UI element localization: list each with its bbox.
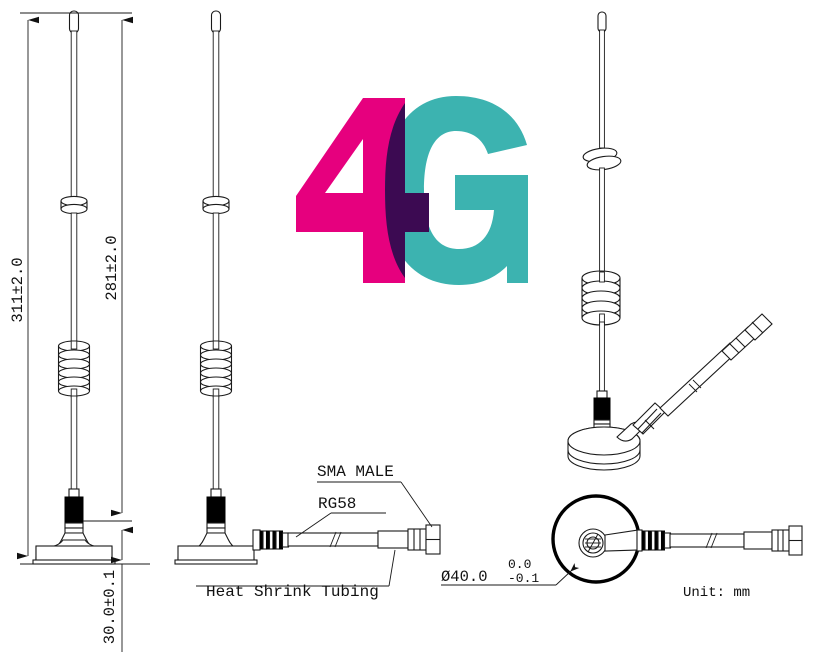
unit-note-text: Unit: mm xyxy=(683,585,750,601)
dimension-base-diameter: Ø40.0 0.0 -0.1 xyxy=(441,557,580,586)
antenna-upper-coil xyxy=(60,195,88,215)
label-sma-male: SMA MALE xyxy=(317,463,394,481)
view-top-plan: Ø40.0 0.0 -0.1 xyxy=(441,494,803,586)
antenna-upper-rod xyxy=(70,30,78,198)
view-front-elevation-left: 311±2.0 281±2.0 30.0±0.1 xyxy=(9,10,150,652)
logo-letter-g xyxy=(385,96,528,285)
iso-lower-rod xyxy=(599,321,605,395)
antenna2-loading-coil xyxy=(199,340,233,398)
iso-cable-assembly xyxy=(616,313,773,442)
antenna2-mid-rod xyxy=(212,212,220,342)
leader-heat-shrink-tubing: Heat Shrink Tubing xyxy=(196,549,396,601)
plan-cable-neck xyxy=(604,529,639,552)
heat-shrink-tubing-part xyxy=(252,529,290,551)
antenna2-magnetic-base-block xyxy=(174,545,258,565)
antenna-mast-ferrule xyxy=(64,488,84,534)
view-isometric-assembly xyxy=(567,11,773,471)
antenna2-tip-cap xyxy=(210,10,222,34)
dimension-base-diameter-tol-upper: 0.0 xyxy=(508,557,531,572)
antenna2-upper-coil xyxy=(202,195,230,215)
antenna2-upper-rod xyxy=(212,30,220,198)
plan-rg58-cable xyxy=(669,532,745,549)
iso-mast-ferrule xyxy=(593,390,611,429)
logo-overlap-region xyxy=(385,103,429,278)
dimension-base-diameter-tol-lower: -0.1 xyxy=(508,571,539,586)
magnetic-base-block xyxy=(32,539,116,565)
dimension-overall-height-text: 311±2.0 xyxy=(9,257,27,322)
iso-upper-coil xyxy=(582,147,622,171)
sma-connector-body xyxy=(377,524,441,555)
plan-heat-shrink xyxy=(636,529,672,552)
iso-magnetic-base-puck xyxy=(567,426,641,471)
antenna-loading-coil xyxy=(57,340,91,398)
antenna-mid-rod xyxy=(70,212,78,342)
antenna2-mast-ferrule xyxy=(206,488,226,534)
unit-note: Unit: mm xyxy=(683,585,750,601)
plan-sma-connector xyxy=(743,525,803,556)
rg58-cable-run xyxy=(287,531,379,548)
iso-mid-rod xyxy=(599,167,605,273)
label-heat-shrink-tubing: Heat Shrink Tubing xyxy=(206,583,379,601)
dimension-base-height-text: 30.0±0.1 xyxy=(101,570,119,644)
iso-upper-rod xyxy=(599,29,605,149)
label-rg58: RG58 xyxy=(318,495,356,513)
dimension-whip-height-text: 281±2.0 xyxy=(103,235,121,300)
antenna-lower-rod xyxy=(70,395,78,494)
leader-rg58: RG58 xyxy=(295,495,386,538)
dimension-base-diameter-text: Ø40.0 xyxy=(441,568,488,586)
view-front-elevation-cable: SMA MALE RG58 Heat Shrink Tubing xyxy=(174,10,441,601)
iso-tip-cap xyxy=(597,11,607,33)
logo-4g xyxy=(296,96,528,285)
leader-sma-male: SMA MALE xyxy=(317,463,433,528)
iso-loading-coil xyxy=(581,270,621,326)
dimension-base-height: 30.0±0.1 xyxy=(101,526,150,652)
antenna2-lower-rod xyxy=(212,395,220,494)
antenna-tip-cap xyxy=(68,10,80,34)
plan-center-boss xyxy=(578,528,608,558)
dimension-whip-height: 281±2.0 xyxy=(83,16,133,522)
